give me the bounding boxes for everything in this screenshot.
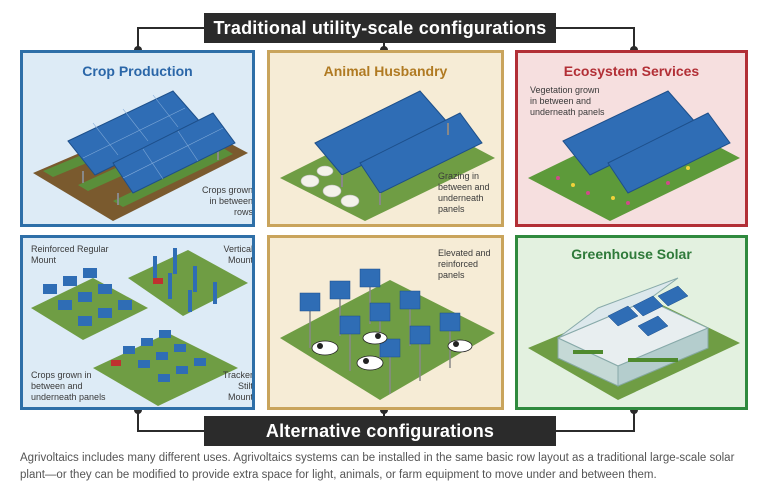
ecosystem-services-panel: Ecosystem Services Vegetation grown in b…	[515, 50, 748, 227]
animal-husbandry-note: Grazing in between and underneath panels	[438, 171, 490, 214]
greenhouse-solar-title: Greenhouse Solar	[571, 246, 692, 262]
tracker-stilt-note: Tracker Stilt Mount	[222, 370, 253, 402]
animal-husbandry-title: Animal Husbandry	[323, 63, 448, 79]
ecosystem-services-title: Ecosystem Services	[563, 63, 700, 79]
crop-production-panel: Crop Production Crops grown in between r…	[20, 50, 255, 227]
crop-production-illustration	[33, 90, 248, 221]
vertical-mount-note: Vertical Mount	[223, 244, 253, 265]
alternative-mounts-illustration	[31, 248, 248, 406]
alternative-configurations-banner: Alternative configurations	[204, 416, 556, 446]
animal-husbandry-panel: Animal Husbandry Grazing in between and …	[267, 50, 504, 227]
ecosystem-services-note: Vegetation grown in between and undernea…	[530, 85, 605, 117]
elevated-panels-panel: Elevated and reinforced panels	[267, 235, 504, 410]
traditional-configurations-banner: Traditional utility-scale configurations	[204, 13, 556, 43]
alternative-mounts-panel: Reinforced Regular Mount Vertical Mount …	[20, 235, 255, 410]
crop-production-title: Crop Production	[82, 63, 193, 79]
elevated-panels-illustration	[280, 268, 495, 400]
greenhouse-solar-panel: Greenhouse Solar	[515, 235, 748, 410]
ecosystem-services-illustration	[528, 90, 740, 221]
elevated-panels-note: Elevated and reinforced panels	[438, 248, 491, 280]
figure-caption: Agrivoltaics includes many different use…	[20, 452, 735, 481]
crops-underneath-note: Crops grown in between and underneath pa…	[31, 370, 106, 402]
crop-production-note: Crops grown in between rows	[201, 185, 253, 217]
greenhouse-solar-illustration	[528, 277, 740, 400]
reinforced-mount-note: Reinforced Regular Mount	[31, 244, 109, 265]
animal-husbandry-illustration	[280, 90, 495, 221]
